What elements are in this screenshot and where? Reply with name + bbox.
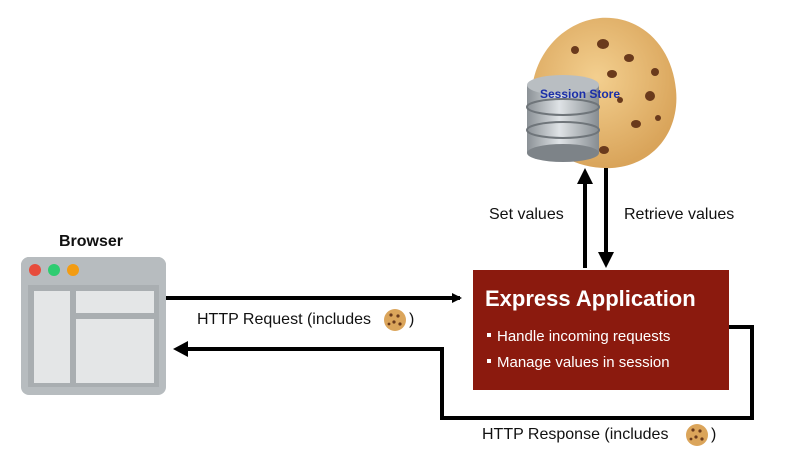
browser-window-icon	[21, 257, 166, 395]
set-values-label: Set values	[489, 206, 564, 223]
http-request-close-paren: )	[409, 311, 415, 328]
express-item: Handle incoming requests	[487, 328, 670, 345]
express-item-text: Handle incoming requests	[497, 328, 671, 345]
http-response-path	[185, 325, 754, 420]
small-cookie-icon	[686, 424, 708, 446]
set-values-arrowhead	[577, 168, 593, 184]
http-response-close-paren: )	[711, 426, 717, 443]
http-response-label: HTTP Response (includes	[482, 426, 669, 443]
bullet-icon	[487, 359, 491, 364]
express-item-text: Manage values in session	[497, 354, 670, 371]
retrieve-values-arrowhead	[598, 252, 614, 268]
session-store-label: Session Store	[540, 87, 621, 101]
small-cookie-icon	[384, 309, 406, 331]
express-title: Express Application	[485, 286, 696, 311]
http-request-label: HTTP Request (includes	[197, 311, 371, 328]
express-item: Manage values in session	[487, 354, 670, 371]
browser-maximize-dot	[48, 264, 60, 276]
browser-close-dot	[29, 264, 41, 276]
browser-title: Browser	[59, 233, 124, 250]
bullet-icon	[487, 333, 491, 338]
database-icon	[526, 75, 600, 162]
express-application-box: Express Application Handle incoming requ…	[473, 270, 729, 390]
retrieve-values-label: Retrieve values	[624, 206, 735, 223]
http-response-arrowhead	[173, 341, 188, 357]
browser-minimize-dot	[67, 264, 79, 276]
